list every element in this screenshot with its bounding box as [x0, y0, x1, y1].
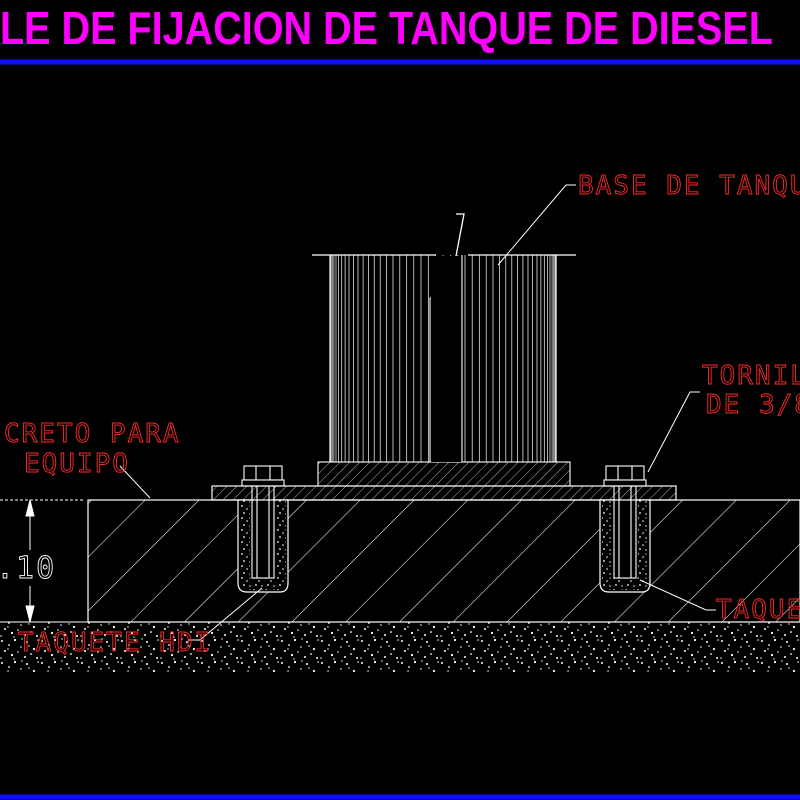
- label-taquete-left: TAQUETE HDI: [18, 628, 212, 658]
- concreto-leader: [119, 465, 151, 499]
- base-leader: [497, 184, 576, 266]
- bolt-left: [241, 465, 285, 579]
- label-tornillo-2: DE 3/8: [706, 390, 800, 420]
- concrete-slab: [87, 499, 800, 623]
- tank-base: [312, 213, 576, 462]
- drawing-title: LE DE FIJACION DE TANQUE DE DIESEL: [0, 2, 773, 54]
- pedestal-plate: [317, 461, 571, 487]
- bolt-right: [603, 465, 647, 579]
- tornillo-leader: [647, 391, 700, 473]
- base-plate: [211, 485, 677, 501]
- label-base-tanque: BASE DE TANQU: [578, 171, 800, 201]
- taquete-right-leader: [639, 579, 716, 611]
- label-concreto-1: CRETO PARA: [4, 419, 181, 449]
- label-tornillo-1: TORNILL: [702, 361, 800, 391]
- label-concreto-2: EQUIPO: [24, 449, 130, 479]
- dimension-label: .10: [0, 551, 56, 586]
- soil-layer: [0, 622, 800, 672]
- taquete-left-leader: [188, 587, 263, 641]
- label-taquete-right: TAQUE: [716, 595, 800, 625]
